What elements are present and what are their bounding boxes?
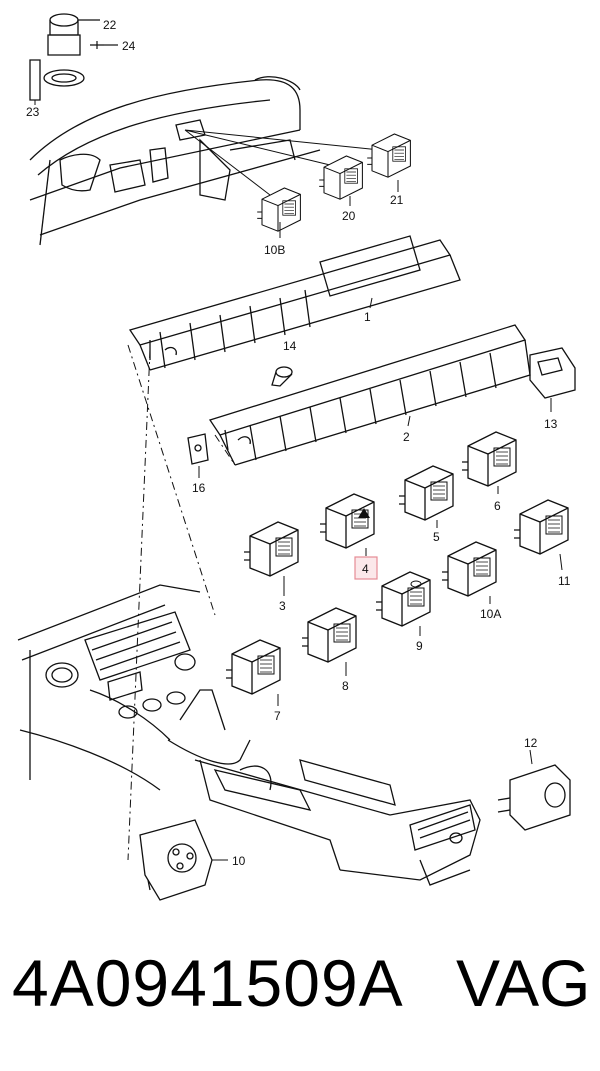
- part-14-screw: [271, 366, 293, 387]
- callout-3: 3: [279, 599, 286, 613]
- callout-8: 8: [342, 679, 349, 693]
- part-number-text: 4A0941509A: [12, 946, 404, 1020]
- exploded-parts-diagram: 22 24 23 21 20 10B 1 14 2: [17, 13, 576, 901]
- callout-4[interactable]: 4: [362, 562, 369, 576]
- part-8-switch: [301, 607, 357, 663]
- callout-12: 12: [524, 736, 538, 750]
- callout-5: 5: [433, 530, 440, 544]
- callout-14: 14: [283, 339, 297, 353]
- callout-23: 23: [26, 105, 40, 119]
- part-20-switch: [318, 155, 363, 200]
- part-7-switch: [225, 639, 281, 695]
- part-10a-switch: [441, 541, 497, 597]
- part-10-light-switch: [139, 819, 213, 901]
- upper-dashboard: [29, 76, 321, 246]
- alignment-dashed-lines: [127, 344, 236, 861]
- callout-20: 20: [342, 209, 356, 223]
- callout-10a: 10A: [480, 607, 501, 621]
- part-9-switch: [375, 571, 431, 627]
- part-22-knob: [29, 13, 100, 101]
- part-16-clip: [187, 433, 209, 465]
- brand-text: VAG: [456, 946, 591, 1020]
- callout-16: 16: [192, 481, 206, 495]
- callout-11: 11: [558, 574, 571, 588]
- part-11-switch: [513, 499, 569, 555]
- callout-21: 21: [390, 193, 404, 207]
- part-13-bracket: [529, 347, 576, 399]
- callout-7: 7: [274, 709, 281, 723]
- part-4-switch[interactable]: [319, 493, 375, 549]
- callout-10: 10: [232, 854, 246, 868]
- part-5-switch: [398, 465, 454, 521]
- part-21-switch: [366, 133, 411, 178]
- part-24-screw: [90, 41, 118, 49]
- callout-9: 9: [416, 639, 423, 653]
- lower-dashboard-console: [17, 584, 481, 886]
- callout-24: 24: [122, 39, 136, 53]
- part-6-switch: [461, 431, 517, 487]
- part-2-switch-frame: [208, 324, 531, 466]
- callout-10b: 10B: [264, 243, 285, 257]
- part-12-rotary-switch: [497, 764, 571, 831]
- callout-4-highlight: [354, 556, 378, 580]
- callout-6: 6: [494, 499, 501, 513]
- callout-2: 2: [403, 430, 410, 444]
- callout-1: 1: [364, 310, 371, 324]
- callout-22: 22: [103, 18, 117, 32]
- dashboard-leader-lines: [184, 129, 381, 196]
- part-3-switch: [243, 521, 299, 577]
- part-10b-switch: [256, 187, 301, 232]
- callout-13: 13: [544, 417, 558, 431]
